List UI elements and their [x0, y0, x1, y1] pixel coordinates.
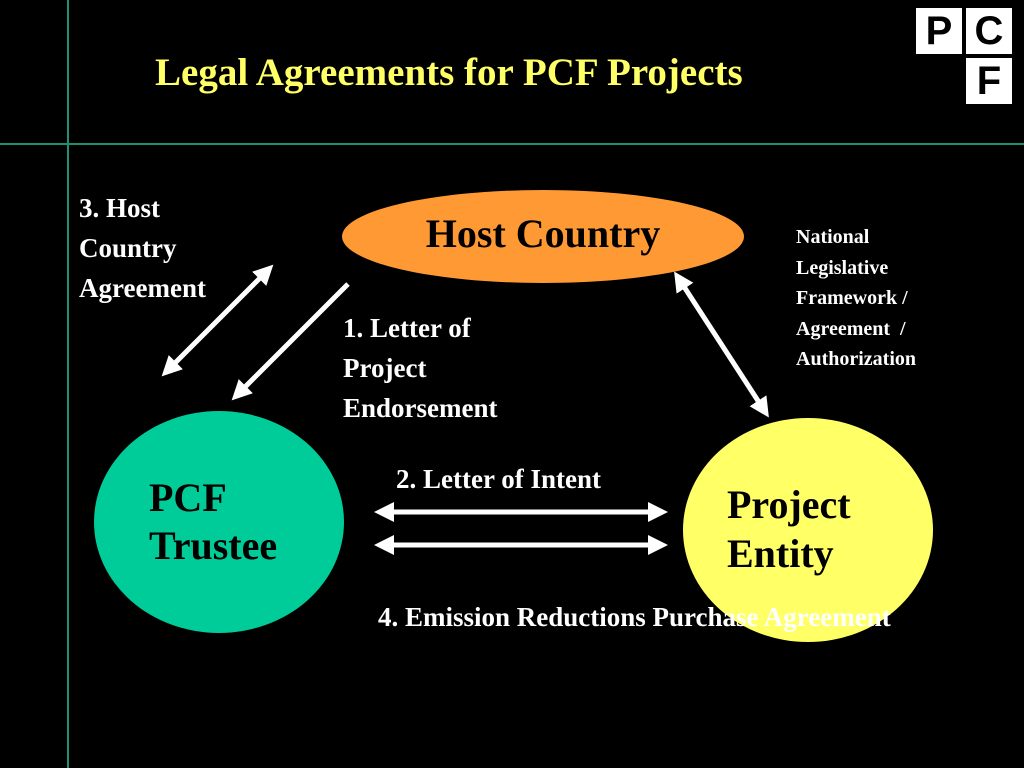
logo-letter-p: P [916, 8, 962, 54]
endorsement-arrow [231, 282, 350, 401]
host-country-node: Host Country [341, 189, 745, 284]
horizontal-rule-line [0, 143, 1024, 145]
pcf-logo: P C F [916, 8, 1016, 108]
logo-letter-f: F [966, 58, 1012, 104]
letter-of-endorsement-label: 1. Letter of Project Endorsement [343, 313, 498, 423]
erpa-label: 4. Emission Reductions Purchase Agreemen… [378, 602, 891, 632]
host-country-label: Host Country [425, 211, 661, 256]
letter-of-intent-label: 2. Letter of Intent [396, 464, 601, 494]
pcf-trustee-node: PCF Trustee [93, 410, 345, 634]
host-country-agreement-arrow [161, 264, 274, 377]
project-entity-label: Project Entity [727, 482, 851, 576]
national-framework-label: National Legislative Framework / Agreeme… [796, 226, 916, 370]
pcf-trustee-label: PCF Trustee [149, 475, 278, 568]
logo-letter-c: C [966, 8, 1012, 54]
vertical-rule-line [67, 0, 69, 768]
national-framework-arrow [674, 271, 769, 418]
slide-title: Legal Agreements for PCF Projects [155, 51, 743, 94]
project-entity-node: Project Entity [682, 417, 934, 643]
